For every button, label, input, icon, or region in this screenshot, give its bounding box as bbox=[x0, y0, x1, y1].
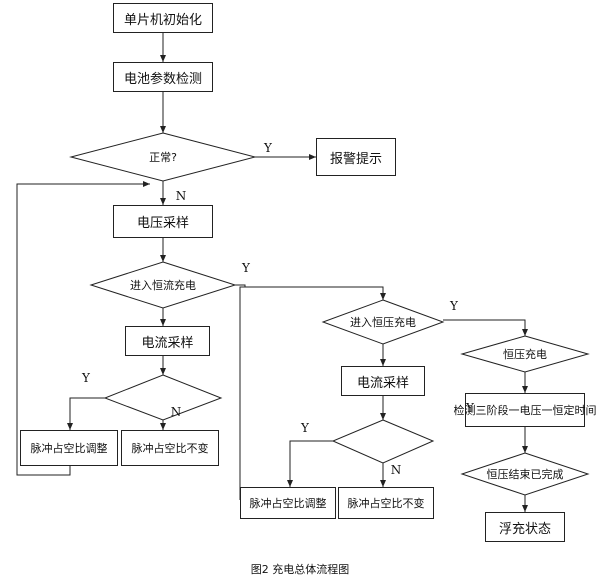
branch-label-n2: N bbox=[170, 405, 182, 419]
step-float-charge: 浮充状态 bbox=[485, 512, 565, 542]
branch-label-y6: Y bbox=[466, 401, 474, 415]
decision-d2 bbox=[89, 261, 237, 309]
step-battery-param: 电池参数检测 bbox=[113, 62, 213, 92]
step-mcu-init: 单片机初始化 bbox=[113, 3, 213, 33]
step-current-sample-2: 电流采样 bbox=[341, 366, 425, 396]
decision-d1 bbox=[69, 132, 257, 182]
step-pulse-keep-2: 脉冲占空比不变 bbox=[338, 487, 434, 519]
branch-label-n3: N bbox=[390, 463, 402, 477]
decision-d7 bbox=[460, 452, 590, 496]
decision-d6 bbox=[460, 335, 590, 373]
branch-label-y3: Y bbox=[82, 371, 90, 385]
branch-label-n1: N bbox=[175, 189, 187, 203]
decision-d4-label: 进入恒压充电 bbox=[350, 316, 416, 329]
step-pulse-keep-1: 脉冲占空比不变 bbox=[121, 430, 219, 466]
step-voltage-sample-1: 电压采样 bbox=[113, 205, 213, 238]
decision-d5 bbox=[331, 419, 435, 464]
decision-d6-label: 恒压充电 bbox=[503, 348, 547, 361]
decision-d7-label: 恒压结束已完成 bbox=[486, 468, 564, 481]
branch-label-y1: Y bbox=[264, 141, 272, 155]
step-pulse-adjust-2: 脉冲占空比调整 bbox=[240, 487, 336, 519]
step-alarm: 报警提示 bbox=[316, 138, 396, 176]
branch-label-y2: Y bbox=[242, 261, 250, 275]
step-pulse-adjust-1: 脉冲占空比调整 bbox=[20, 430, 118, 466]
branch-label-y4: Y bbox=[450, 299, 458, 313]
decision-d1-label: 正常? bbox=[149, 151, 177, 164]
decision-d3 bbox=[103, 374, 223, 421]
step-cycle-stage: 检测三阶段一电压一恒定时间 bbox=[454, 393, 597, 427]
step-current-sample-1: 电流采样 bbox=[125, 326, 210, 356]
branch-label-y5: Y bbox=[301, 421, 309, 435]
decision-d4 bbox=[321, 299, 445, 345]
figure-caption: 图2 充电总体流程图 bbox=[250, 563, 350, 576]
decision-d2-label: 进入恒流充电 bbox=[130, 279, 196, 292]
